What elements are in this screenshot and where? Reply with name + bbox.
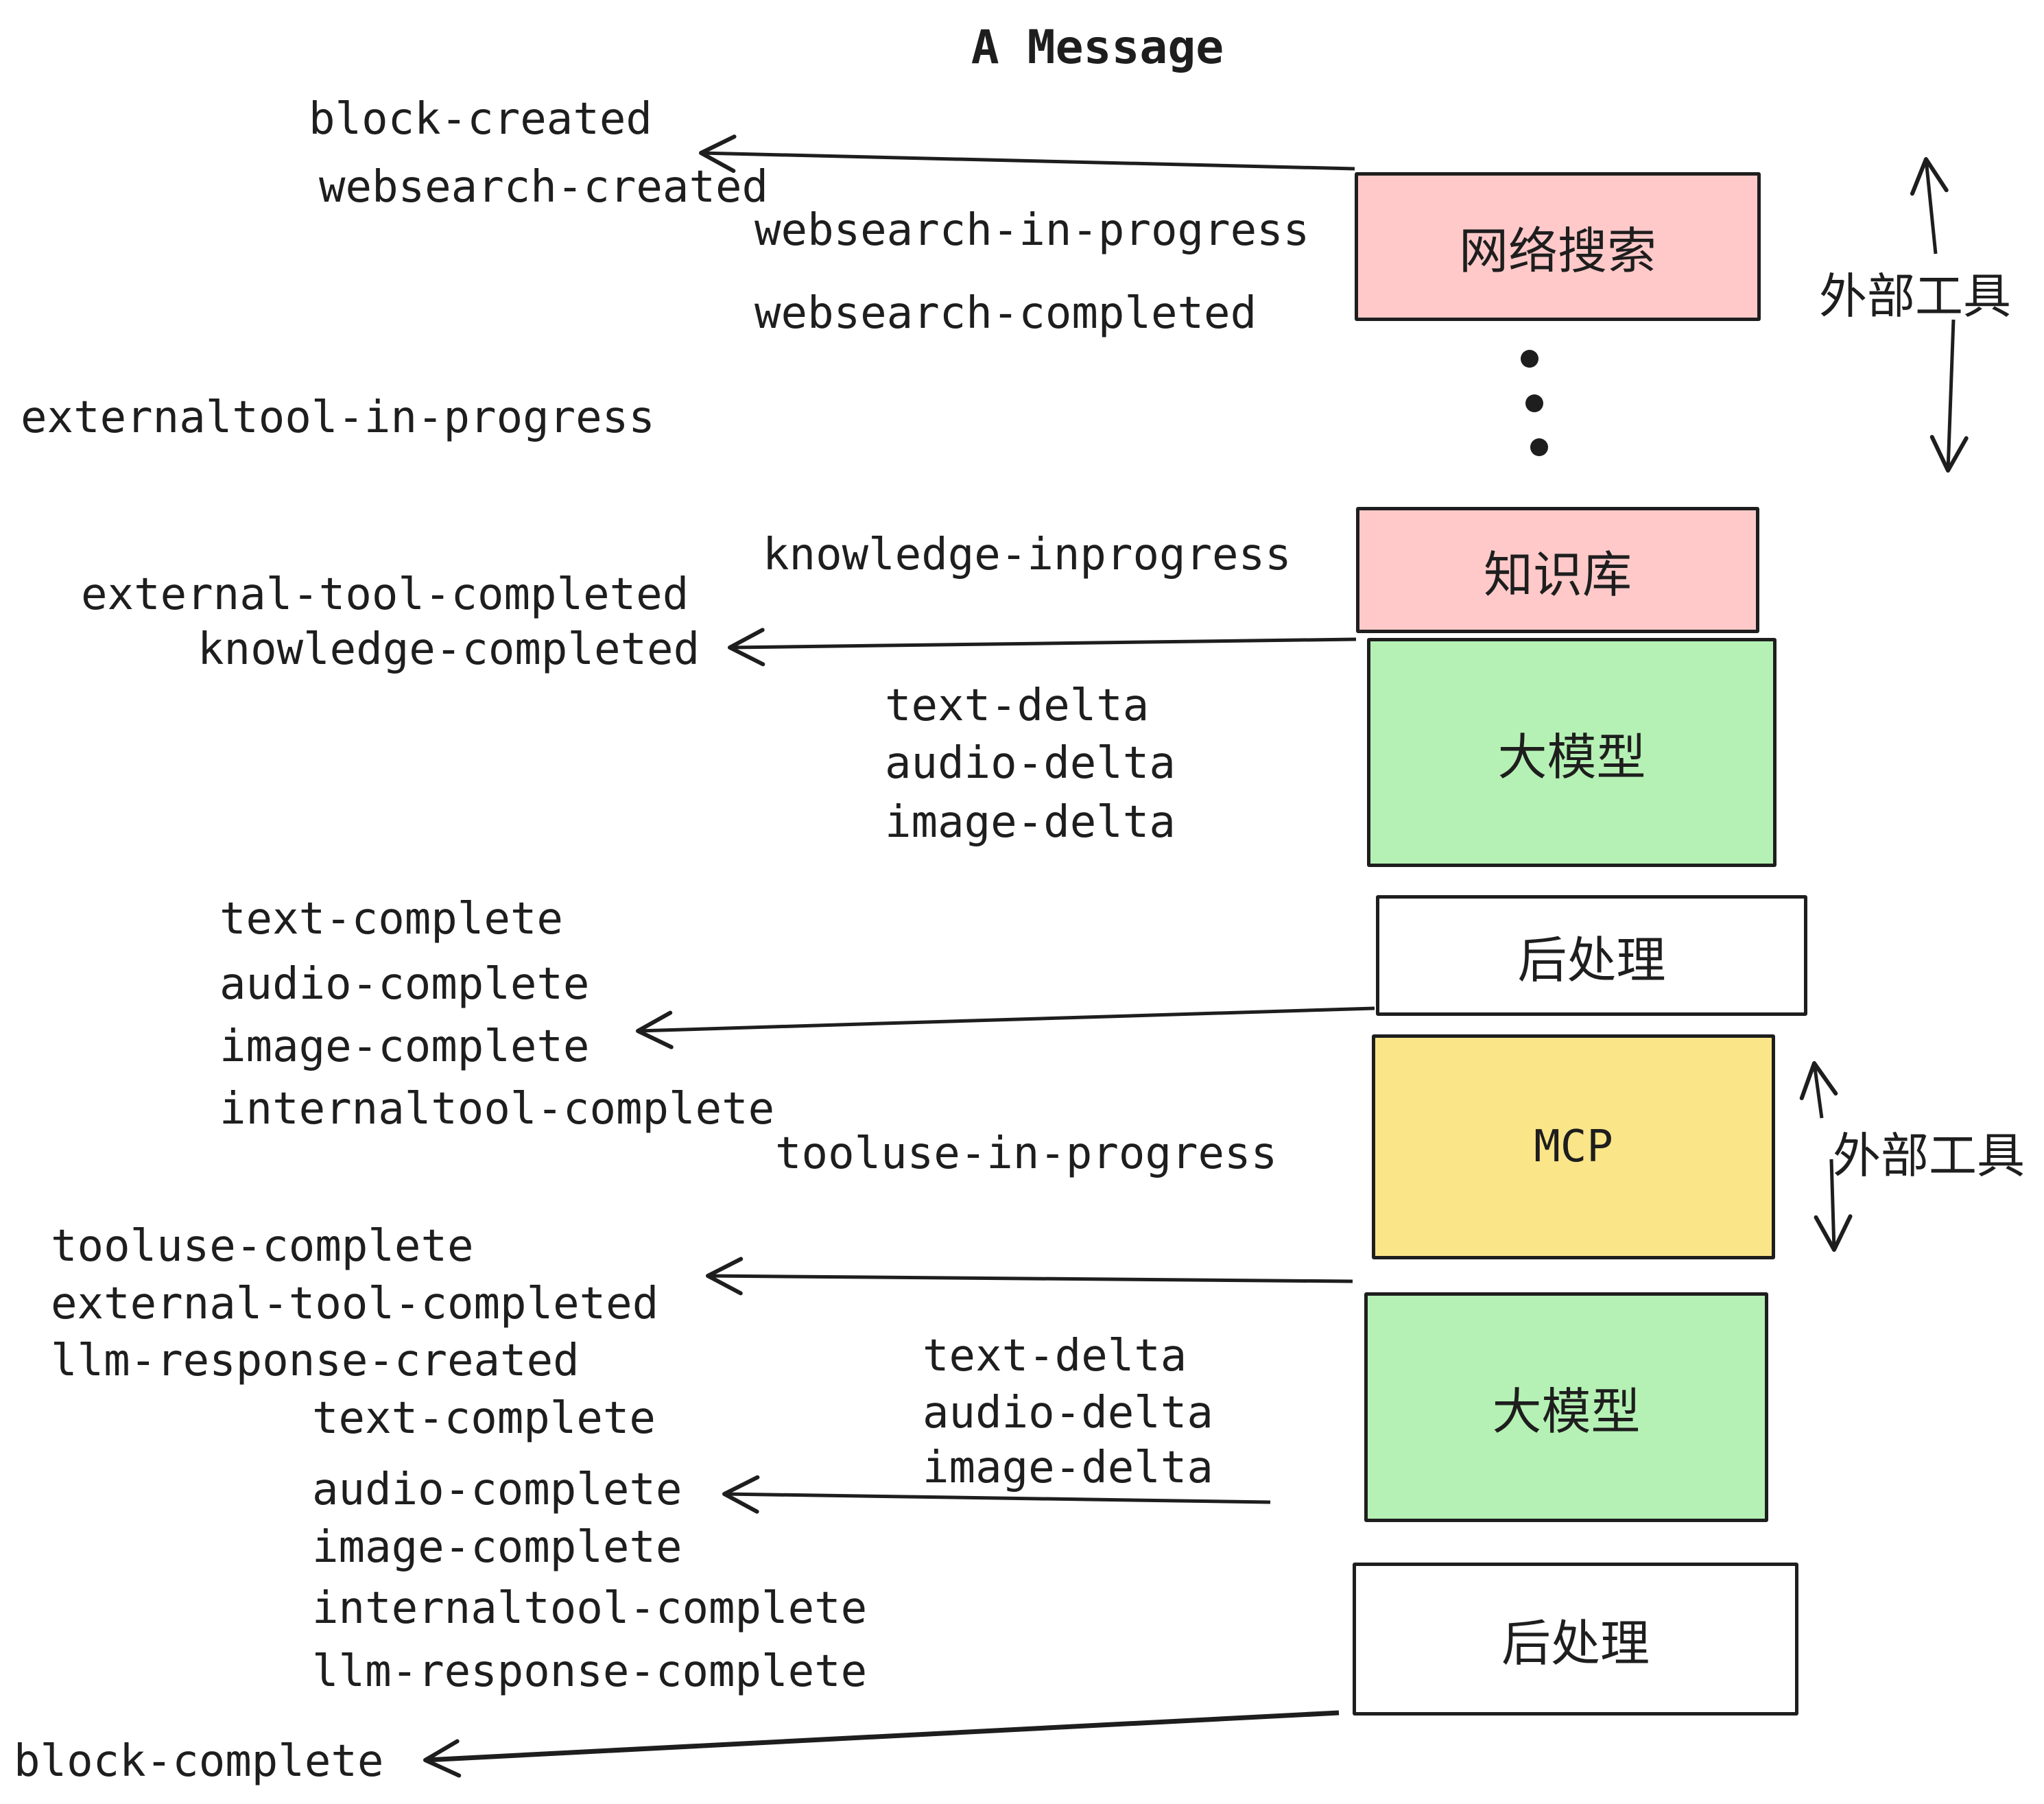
event-llm-response-complete: llm-response-complete: [312, 1646, 868, 1697]
box-postprocess-top: 后处理: [1376, 895, 1807, 1016]
event-websearch-created: websearch-created: [319, 162, 769, 213]
event-websearch-in-progress: websearch-in-progress: [754, 205, 1310, 256]
event-block-created: block-created: [309, 94, 652, 145]
event-image-delta: image-delta: [885, 797, 1176, 848]
event-internaltool-complete: internaltool-complete: [219, 1084, 775, 1135]
arrow-image-complete: [636, 1006, 1375, 1049]
event-external-tool-completed: external-tool-completed: [81, 569, 689, 620]
event-websearch-completed: websearch-completed: [754, 288, 1257, 339]
box-llm-bottom: 大模型: [1364, 1292, 1768, 1522]
arrow-external-tools-up-top: [1910, 157, 1949, 254]
event-text-complete-2: text-complete: [312, 1393, 656, 1444]
arrow-audio-complete: [722, 1475, 1271, 1514]
event-knowledge-completed: knowledge-completed: [198, 624, 700, 675]
event-externaltool-in-progress: externaltool-in-progress: [21, 392, 655, 443]
box-llm-top-label: 大模型: [1497, 728, 1646, 786]
box-postprocess-top-label: 后处理: [1517, 931, 1666, 989]
event-text-delta: text-delta: [885, 680, 1150, 731]
event-audio-delta-2: audio-delta: [923, 1388, 1213, 1438]
arrow-external-tools-up-bottom: [1799, 1061, 1838, 1119]
event-knowledge-inprogress: knowledge-inprogress: [763, 530, 1292, 580]
box-mcp-label: MCP: [1534, 1121, 1613, 1172]
event-block-complete: block-complete: [14, 1736, 384, 1787]
event-image-delta-2: image-delta: [923, 1443, 1213, 1493]
event-tooluse-complete: tooluse-complete: [51, 1221, 474, 1272]
external-tools-label-bottom: 外部工具: [1833, 1128, 2025, 1184]
event-image-complete-2: image-complete: [312, 1522, 682, 1573]
event-tooluse-in-progress: tooluse-in-progress: [775, 1128, 1278, 1179]
ellipsis-dot: [1521, 350, 1538, 368]
box-knowledge-label: 知识库: [1483, 545, 1632, 604]
arrow-knowledge-completed: [728, 628, 1357, 667]
event-text-delta-2: text-delta: [923, 1331, 1187, 1381]
box-knowledge: 知识库: [1356, 507, 1759, 633]
box-postprocess-bottom: 后处理: [1353, 1563, 1798, 1716]
event-audio-delta: audio-delta: [885, 738, 1176, 789]
ellipsis-dot: [1525, 394, 1543, 412]
event-internaltool-complete-2: internaltool-complete: [312, 1583, 868, 1634]
box-websearch-label: 网络搜索: [1458, 222, 1656, 280]
box-llm-top: 大模型: [1367, 638, 1776, 867]
diagram-title: A Message: [971, 21, 1224, 75]
event-llm-response-created: llm-response-created: [51, 1336, 580, 1386]
box-mcp: MCP: [1372, 1034, 1775, 1259]
event-audio-complete-2: audio-complete: [312, 1464, 682, 1515]
event-image-complete: image-complete: [219, 1021, 590, 1072]
event-external-tool-completed-2: external-tool-completed: [51, 1279, 659, 1329]
event-text-complete: text-complete: [219, 894, 563, 945]
event-audio-complete: audio-complete: [219, 959, 590, 1010]
arrow-websearch-created: [699, 134, 1355, 174]
box-postprocess-bottom-label: 后处理: [1501, 1615, 1650, 1672]
box-llm-bottom-label: 大模型: [1492, 1383, 1641, 1440]
arrow-block-complete: [423, 1710, 1340, 1778]
arrow-external-tools-down-top: [1929, 319, 1969, 473]
arrow-tooluse-complete: [706, 1257, 1353, 1296]
ellipsis-dot: [1530, 438, 1548, 456]
external-tools-label-top: 外部工具: [1819, 268, 2011, 324]
box-websearch: 网络搜索: [1355, 172, 1761, 321]
